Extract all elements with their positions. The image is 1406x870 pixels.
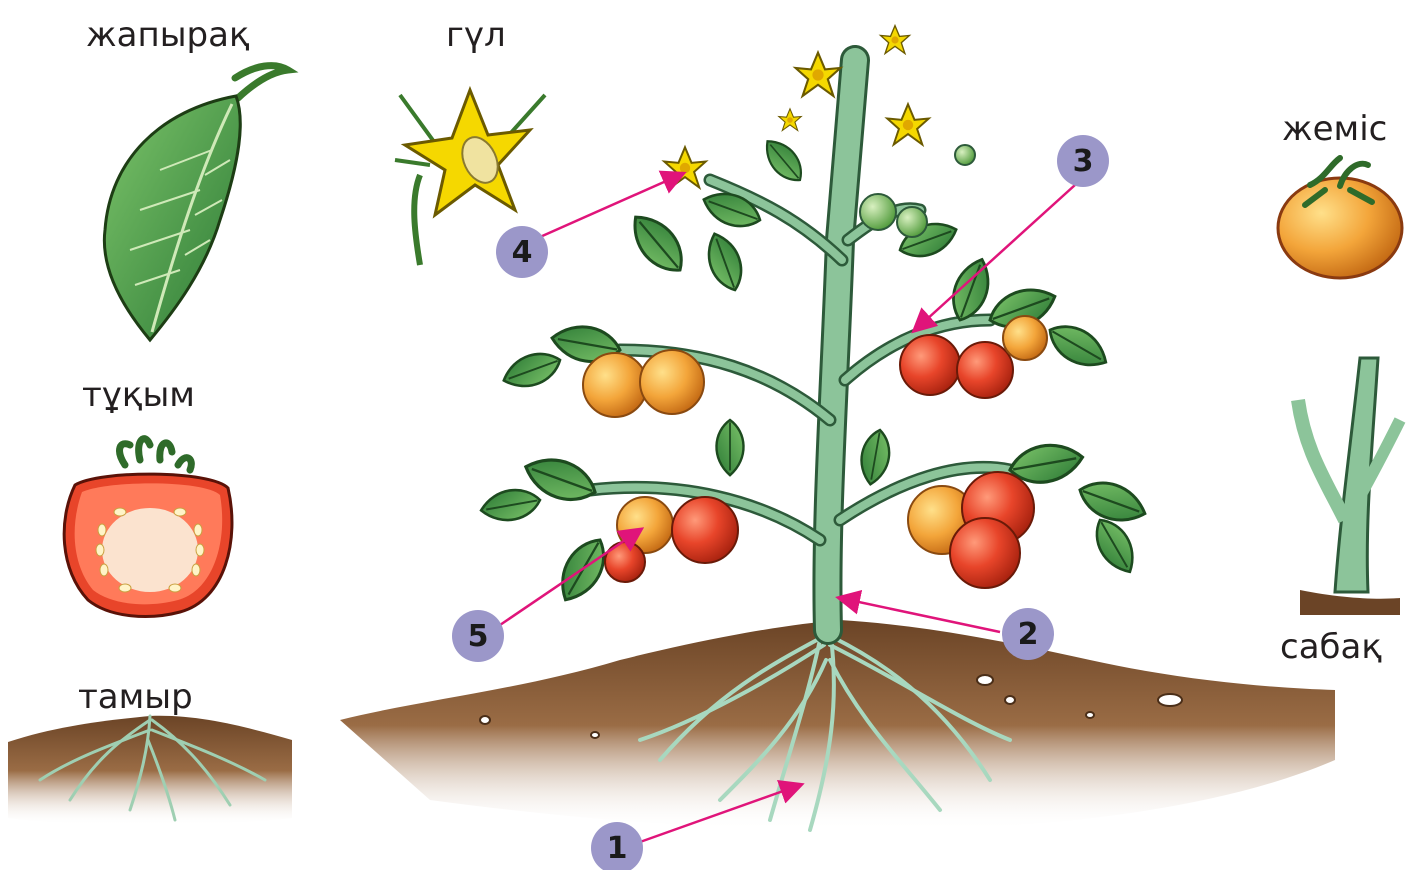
fruit-picture <box>1278 158 1402 278</box>
seed-picture <box>64 439 232 617</box>
callout-1: 1 <box>591 822 643 870</box>
callout-2: 2 <box>1002 608 1054 660</box>
stem-picture <box>1298 358 1400 615</box>
label-stem: сабақ <box>1280 630 1382 664</box>
callout-4: 4 <box>496 226 548 278</box>
root-picture <box>8 716 292 826</box>
callout-5: 5 <box>452 610 504 662</box>
label-root: тамыр <box>78 680 193 714</box>
leaf-picture <box>104 66 288 340</box>
label-flower: гүл <box>446 18 506 52</box>
label-seed: тұқым <box>82 378 195 412</box>
label-fruit: жеміс <box>1282 112 1387 146</box>
callout-3: 3 <box>1057 135 1109 187</box>
label-leaf: жапырақ <box>86 18 250 52</box>
